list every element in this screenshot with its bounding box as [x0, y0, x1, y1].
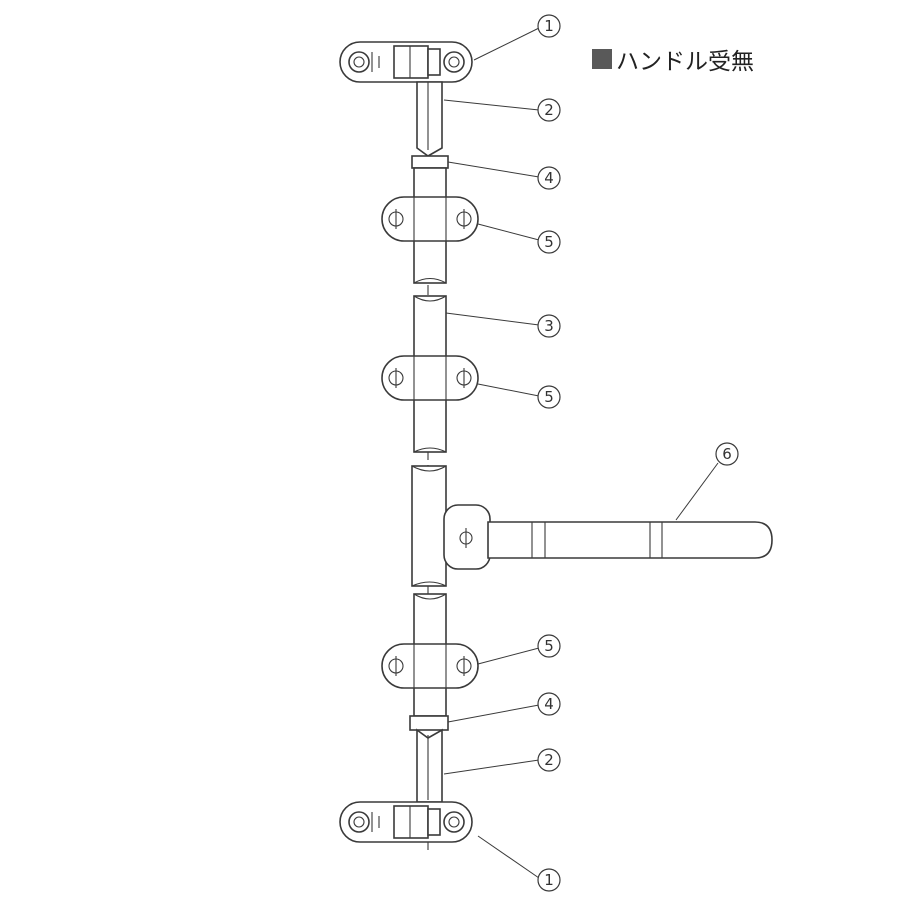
callout-bubble: 4: [537, 692, 561, 716]
callout-label: 3: [544, 317, 554, 335]
callout-label: 1: [544, 871, 554, 889]
callout-label: 4: [544, 169, 554, 187]
callout-bubble: 1: [537, 868, 561, 892]
stem-lower: [416, 728, 443, 803]
handle-lever: [487, 521, 773, 559]
collar-upper: [411, 155, 449, 169]
callout-bubble: 1: [537, 14, 561, 38]
callout-bubble: 5: [537, 385, 561, 409]
handle-hub: [443, 504, 491, 570]
callout-bubble: 4: [537, 166, 561, 190]
clamp-lower: [381, 643, 479, 689]
stem-upper: [416, 81, 443, 157]
callout-bubble: 5: [537, 634, 561, 658]
callout-label: 4: [544, 695, 554, 713]
callout-label: 6: [722, 445, 732, 463]
callout-label: 5: [544, 637, 554, 655]
callout-bubble: 2: [537, 748, 561, 772]
bracket-top-upper: [339, 41, 473, 83]
collar-lower: [409, 715, 449, 731]
clamp-upper: [381, 196, 479, 242]
callout-bubble: 5: [537, 230, 561, 254]
rod-section-3: [411, 465, 447, 587]
callout-label: 2: [544, 751, 554, 769]
callout-bubble: 2: [537, 98, 561, 122]
callout-label: 2: [544, 101, 554, 119]
legend-square-marker: [592, 49, 612, 69]
callout-bubble: 6: [715, 442, 739, 466]
legend-text: ハンドル受無: [616, 49, 754, 75]
callout-bubble: 3: [537, 314, 561, 338]
clamp-middle: [381, 355, 479, 401]
bracket-bottom: [339, 801, 473, 843]
legend: ハンドル受無: [592, 42, 754, 76]
callout-label: 5: [544, 388, 554, 406]
callout-label: 5: [544, 233, 554, 251]
callout-label: 1: [544, 17, 554, 35]
